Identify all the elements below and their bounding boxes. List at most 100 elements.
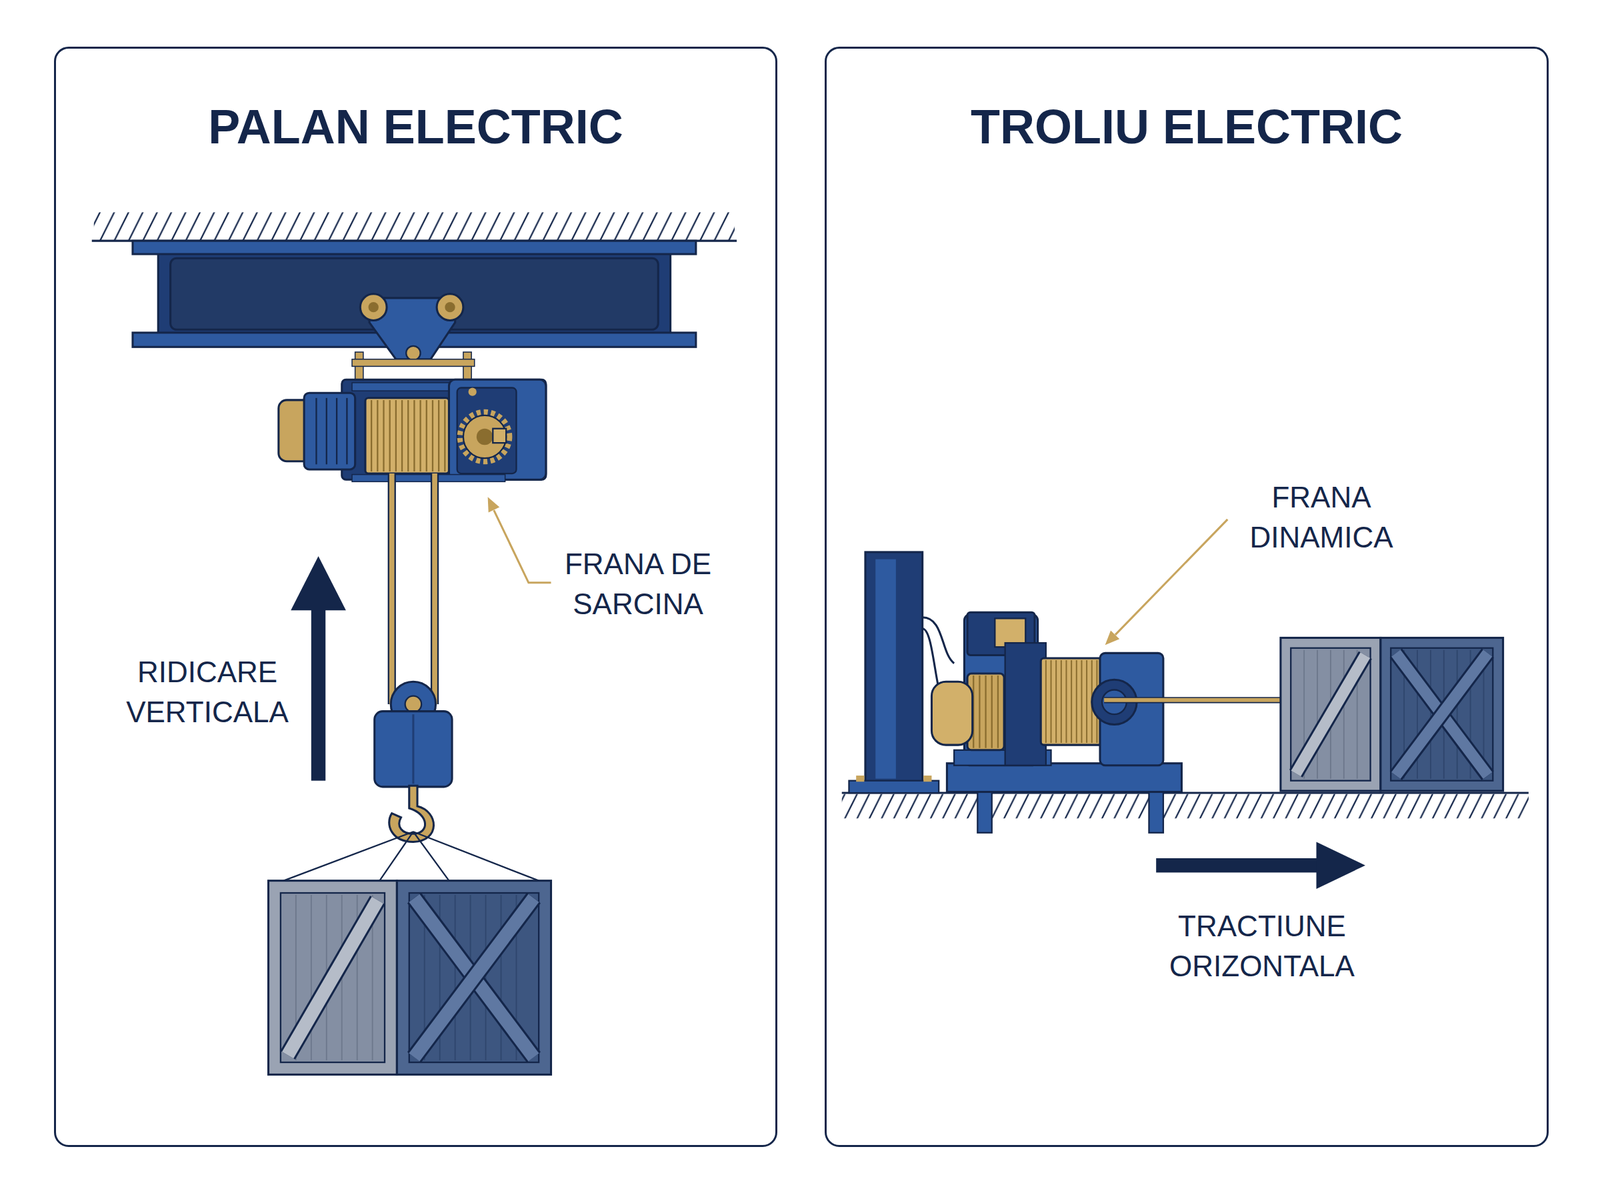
sling (284, 831, 540, 880)
ceiling-part (94, 212, 735, 241)
leader-line-part (488, 496, 500, 512)
callout-label: FRANA DINAMICA (1241, 477, 1402, 558)
hoist-body-part (365, 398, 450, 474)
trolley-part (406, 346, 420, 360)
ground-part (842, 792, 1529, 794)
hoist-rope-part (430, 473, 439, 704)
crate-part (1296, 654, 1366, 774)
sling-part (284, 831, 414, 880)
callout-label: RIDICARE VERTICALA (117, 652, 298, 732)
winch-rope-part (1104, 696, 1282, 703)
leader-line-part (1115, 519, 1228, 635)
crate-part (409, 892, 539, 1062)
hoist-body-part (304, 392, 356, 470)
hoist-body-part (476, 428, 493, 445)
trolley (352, 294, 475, 383)
trolley-part (355, 352, 364, 383)
crate-part (1380, 637, 1504, 791)
crate-part (1396, 652, 1488, 776)
lift-arrow (290, 556, 346, 781)
crate-part (414, 898, 534, 1058)
leader-line (488, 496, 552, 583)
hoist-rope-part (388, 473, 396, 704)
ground (842, 792, 1529, 818)
pull-arrow-part (1156, 858, 1320, 872)
leader-line-part (1105, 630, 1120, 645)
hoist-body-part (315, 398, 317, 464)
sling-part (379, 831, 414, 880)
crate-part (268, 880, 398, 1075)
anchor-post-part (922, 617, 954, 664)
hoist-body-part (336, 398, 338, 464)
winch-part (973, 675, 998, 748)
trolley-part (368, 302, 379, 312)
crate-part (1396, 652, 1488, 776)
crate-part (414, 898, 534, 1058)
trolley-part (352, 359, 475, 367)
crate-part (280, 892, 385, 1062)
trolley-part (436, 294, 464, 321)
hoist-body-part (342, 379, 546, 480)
ground-part (842, 794, 1529, 819)
anchor-post (848, 552, 954, 793)
winch-rope (1104, 699, 1282, 701)
hoist-body-part (448, 379, 546, 480)
i-beam-part (132, 240, 696, 254)
panel-title: PALAN ELECTRIC (56, 98, 776, 156)
hoist-body-part (352, 474, 506, 482)
hoist-rope (392, 473, 435, 704)
crate-part (1396, 652, 1488, 776)
hoist-body-part (371, 400, 445, 472)
hoist-body (278, 379, 546, 482)
crate (268, 880, 552, 1075)
crate-part (414, 898, 534, 1058)
anchor-post-part (875, 559, 896, 779)
crate (1280, 637, 1504, 791)
hoist-body-part (463, 415, 506, 458)
anchor-post-part (856, 775, 864, 782)
anchor-post-part (848, 780, 939, 793)
sling-part (413, 831, 539, 880)
pull-arrow-part (1316, 842, 1365, 889)
leader-line (1105, 519, 1228, 645)
anchor-post-part (865, 552, 923, 782)
trolley-part (444, 302, 455, 312)
crate-part (1396, 652, 1488, 776)
leader-line-part (494, 510, 552, 583)
winch-rope-part (1104, 698, 1282, 702)
winch-part (931, 681, 972, 745)
crate-part (288, 900, 378, 1056)
lift-arrow-part (311, 604, 326, 781)
crate-part (414, 898, 534, 1058)
lift-arrow-part (290, 556, 346, 610)
pull-arrow (1156, 842, 1366, 889)
hoist-body-part (346, 398, 348, 464)
callout-label: FRANA DE SARCINA (554, 544, 722, 624)
crate-part (396, 880, 551, 1075)
crate-part (1390, 648, 1493, 781)
hoist-body-part (460, 412, 509, 461)
callout-label: TRACTIUNE ORIZONTALA (1162, 906, 1362, 986)
hoist-body-part (492, 428, 506, 443)
hook-block-part (412, 714, 414, 784)
ceiling (92, 212, 737, 241)
winch (931, 612, 1182, 833)
crate-part (1280, 637, 1381, 791)
crate-part (1296, 654, 1366, 774)
crate-part (288, 900, 378, 1056)
hoist-body-part (352, 382, 454, 391)
hoist-rope-part (432, 473, 438, 704)
winch-part (1046, 660, 1098, 743)
hook-block-part (405, 696, 422, 712)
trolley-part (463, 352, 472, 383)
hook-block (374, 681, 452, 842)
hoist-body-part (457, 388, 517, 474)
panel-title: TROLIU ELECTRIC (826, 98, 1547, 156)
hoist-body-part (326, 398, 328, 464)
hoist-body-part (468, 388, 477, 396)
anchor-post-part (923, 775, 932, 782)
trolley-part (360, 294, 387, 321)
crate-part (1290, 648, 1370, 781)
